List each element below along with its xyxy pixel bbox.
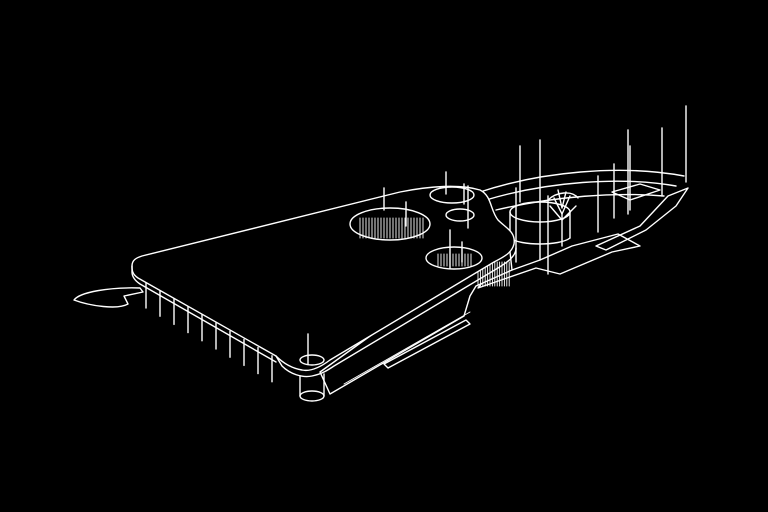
roof-openings [299,186,483,402]
corner-cylinder-sides [299,373,325,397]
roof-deck-edge [275,247,517,378]
poles [307,105,687,365]
ground-patch-right-b [595,187,689,251]
opening-mid [425,246,483,270]
opening-top [429,186,475,204]
opening-corner [299,354,325,366]
opening-corner-base [299,390,325,402]
curved-path-2 [485,180,677,201]
ground-strip-lower [383,319,471,369]
opening-large-stripes [359,217,424,239]
ground-patch-right-c [611,183,661,201]
building-wall-line [343,311,471,385]
curved-paths [479,169,685,211]
opening-small [445,208,475,222]
curved-path-1 [479,169,685,193]
ground-patch-left [73,287,144,308]
roof-deck-edge-left [131,265,277,363]
tree-icon [547,189,579,247]
opening-mid-stripes [437,253,472,267]
